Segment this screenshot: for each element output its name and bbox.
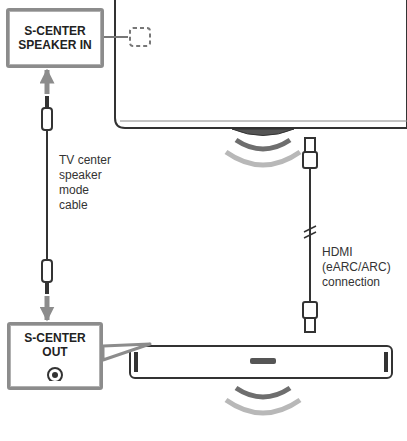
sound-wave (236, 388, 290, 397)
hdmi-plug (305, 138, 315, 152)
leader-line (104, 36, 128, 38)
cable-label: TV center speaker mode cable (57, 152, 123, 214)
input-port (130, 28, 150, 46)
callout-box: S-CENTER SPEAKER IN (6, 8, 104, 68)
sound-wave (226, 400, 300, 413)
callout-title: S-CENTER OUT (16, 331, 94, 359)
jack-symbol (45, 365, 65, 381)
sound-wave (226, 152, 300, 165)
tv-stand (232, 129, 294, 136)
callout-box: S-CENTER OUT (7, 322, 103, 390)
hdmi-plug (303, 302, 317, 318)
soundbar (130, 346, 392, 378)
jack-plug (42, 260, 52, 294)
sound-wave (236, 140, 290, 149)
connection-label: HDMI (eARC/ARC) connection (320, 244, 400, 291)
callout-pointer (103, 344, 150, 360)
jack-plug (42, 96, 52, 130)
tv (115, 0, 407, 128)
callout-title: S-CENTER SPEAKER IN (15, 24, 95, 52)
